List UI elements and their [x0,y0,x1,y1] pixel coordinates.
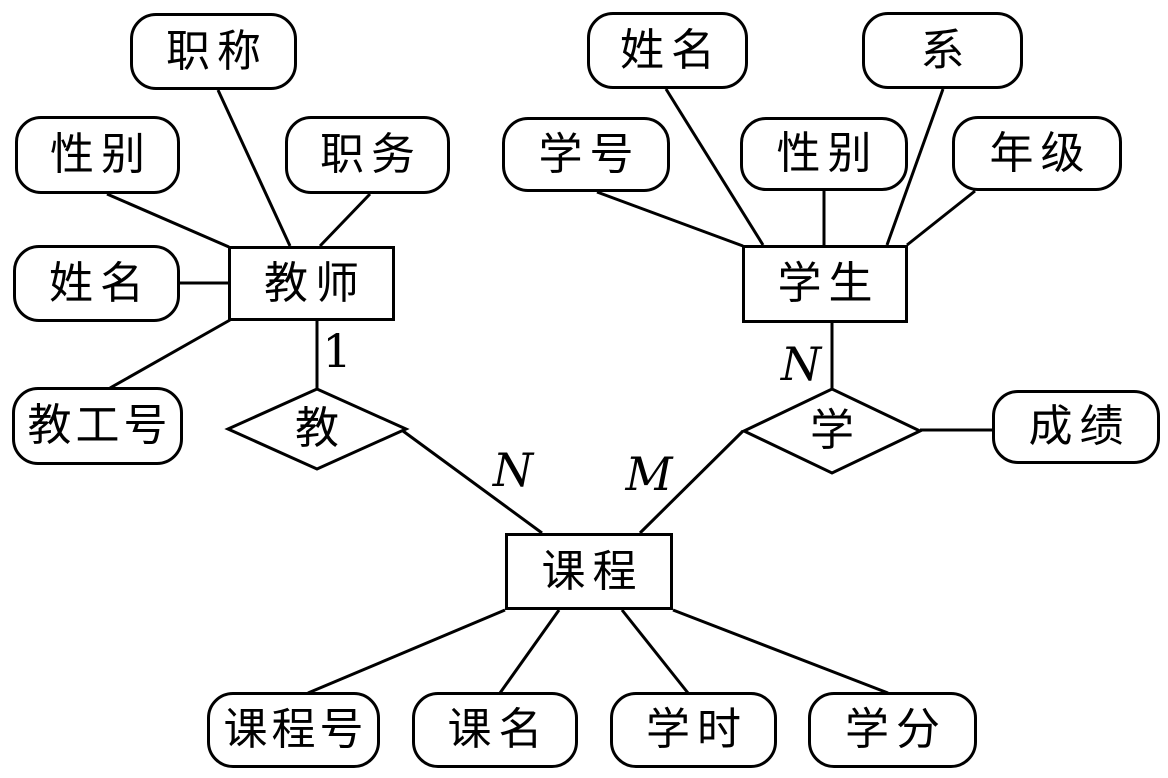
edge-name-student [664,88,765,246]
cardinality-teach-n: N [492,443,534,497]
attribute-course-hours: 学时 [610,692,777,768]
teach-relationship-diamond [224,387,410,471]
attribute-student-id: 学号 [502,117,670,192]
edge-course-credits [672,608,889,695]
attribute-student-grade: 年级 [952,116,1122,191]
edge-study-course [638,429,745,535]
edge-studentid-student [596,190,744,248]
entity-teacher: 教师 [228,246,395,321]
relationship-study-label: 学 [810,405,854,456]
entity-course: 课程 [505,533,673,610]
attribute-student-dept: 系 [862,12,1023,89]
study-relationship-diamond [740,387,924,475]
attribute-teacher-name: 姓名 [13,245,180,322]
attribute-teacher-id: 教工号 [12,387,183,465]
edge-position-teacher [318,192,372,248]
attribute-teacher-position: 职务 [285,116,450,194]
edge-dept-student [885,88,945,246]
cardinality-teach-one: 1 [322,324,352,378]
cardinality-study-m: M [625,447,673,501]
cardinality-study-n: N [780,337,822,391]
edge-grade-student [906,189,976,247]
attribute-course-name: 课名 [412,692,578,768]
edge-gender-teacher [106,192,230,249]
attribute-study-score: 成绩 [992,390,1160,464]
edge-teacherid-teacher [109,318,231,390]
edge-course-hours [620,609,690,694]
edge-course-coursename [498,609,561,694]
attribute-student-name: 姓名 [587,12,748,89]
edge-teach-course [402,429,543,535]
attribute-teacher-title: 职称 [130,13,297,90]
edge-course-courseid [307,608,506,695]
relationship-teach-label: 教 [295,403,339,454]
attribute-teacher-gender: 性别 [15,116,180,194]
edge-title-teacher [216,89,292,247]
attribute-course-credits: 学分 [808,692,977,768]
attribute-student-gender: 性别 [740,117,908,191]
entity-student: 学生 [742,245,908,323]
attribute-course-id: 课程号 [207,692,380,768]
